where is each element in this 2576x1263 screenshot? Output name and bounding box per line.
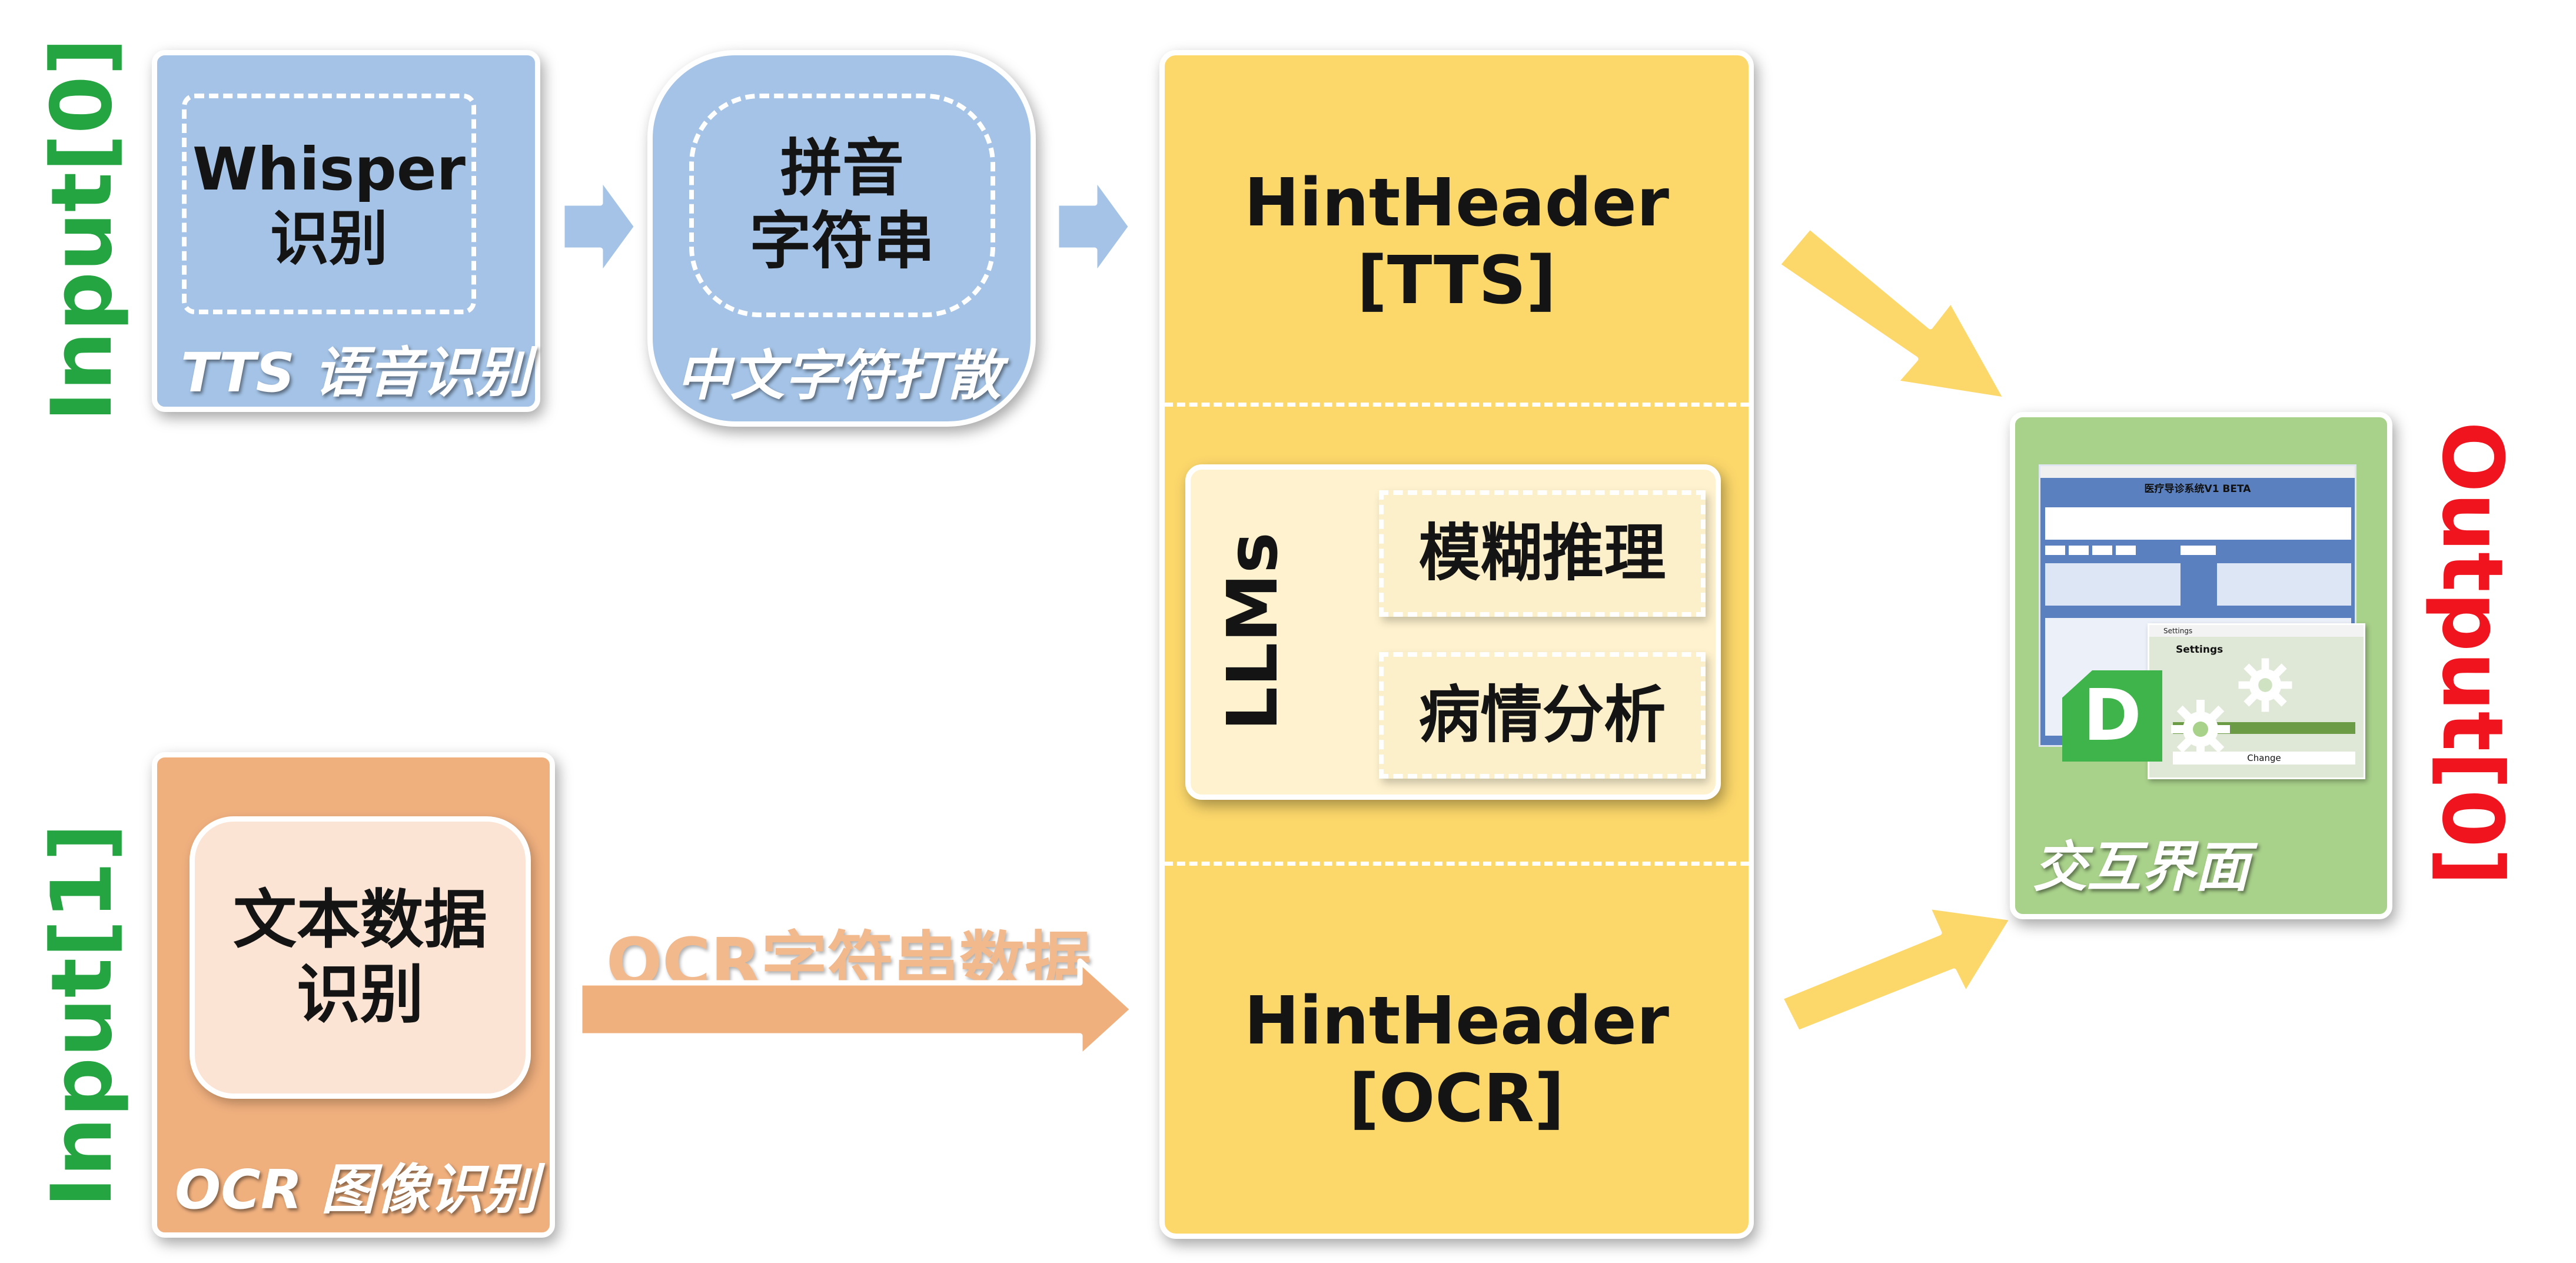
pinyin-label: 拼音 [780,132,904,205]
ocr-box: 文本数据 识别 OCR 图像识别 [152,752,555,1238]
string-label: 字符串 [749,205,935,277]
ocr-recognition-label: 识别 [296,958,424,1032]
llms-box: LLMs 模糊推理 病情分析 [1185,464,1721,800]
main-window-title: 医疗导诊系统V1 BETA [2144,483,2251,495]
tts-to-pinyin-arrow [559,174,640,280]
bottom-divider [1165,862,1749,866]
main-window-list [2045,563,2181,606]
main-window-buttons [2045,546,2351,556]
condition-analysis-box: 病情分析 [1379,652,1706,779]
mock-button [2116,546,2136,555]
settings-titlebar [2149,625,2364,637]
condition-analysis-label: 病情分析 [1418,679,1666,751]
d-logo: D [2062,670,2162,762]
pinyin-caption: 中文字符打散 [676,344,1002,407]
fuzzy-reasoning-label: 模糊推理 [1418,517,1666,589]
settings-heading: Settings [2176,644,2223,656]
top-divider [1165,403,1749,407]
gear-icon [2238,658,2292,712]
mock-button [2045,546,2065,555]
main-window-side [2217,563,2351,606]
whisper-label: Whisper [192,134,466,204]
input1-label: Input[1] [34,823,131,1208]
tts-to-ui-arrow [1774,224,2010,403]
mock-button [2181,546,2216,555]
output0-label: Output[0] [2423,421,2521,886]
ocr-inner-box: 文本数据 识别 [190,816,531,1099]
fuzzy-reasoning-box: 模糊推理 [1379,490,1706,617]
settings-window-title: Settings [2163,627,2193,635]
mock-button [2092,546,2112,555]
gear-icon [2171,700,2230,759]
hintheader-tts: HintHeader [TTS] [1244,165,1670,320]
recognition-label: 识别 [270,204,388,273]
tts-caption: TTS 语音识别 [181,341,530,404]
main-window-input [2045,507,2351,540]
pinyin-inner-box: 拼音 字符串 [689,94,995,317]
whisper-inner-box: Whisper 识别 [182,94,476,314]
pinyin-to-header-arrow [1053,174,1134,280]
d-logo-letter: D [2083,675,2142,757]
settings-change-button: Change [2173,752,2355,765]
hintheader-ocr: HintHeader [OCR] [1244,983,1670,1138]
pinyin-box: 拼音 字符串 中文字符打散 [647,50,1036,427]
tts-box: Whisper 识别 TTS 语音识别 [152,50,540,412]
ocr-arrow [577,958,1136,1061]
ui-panel: 医疗导诊系统V1 BETA Settings Settings Change D [2010,412,2392,919]
main-window-titlebar [2040,466,2355,478]
ocr-to-ui-arrow [1777,903,2016,1036]
ui-caption: 交互界面 [2033,836,2250,899]
ocr-caption: OCR 图像识别 [175,1158,538,1221]
input0-label: Input[0] [34,37,131,422]
center-column: HintHeader [TTS] LLMs 模糊推理 病情分析 HintHead… [1159,50,1754,1239]
llms-title: LLMs [1212,531,1294,732]
mock-button [2069,546,2089,555]
text-data-label: 文本数据 [232,883,487,957]
